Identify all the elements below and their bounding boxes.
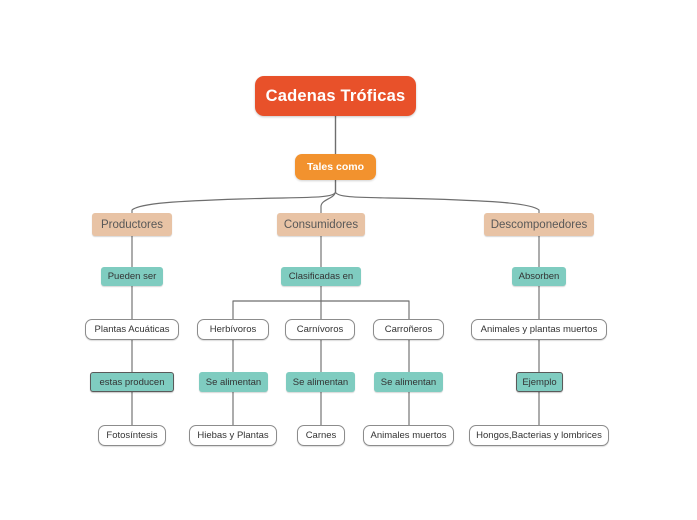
node-herbivoros[interactable]: Herbívoros — [197, 319, 269, 340]
node-productores[interactable]: Productores — [92, 213, 172, 236]
linker-ejemplo[interactable]: Ejemplo — [516, 372, 563, 392]
node-hiebas-y-plantas[interactable]: Hiebas y Plantas — [189, 425, 277, 446]
node-descomponedores[interactable]: Descomponedores — [484, 213, 594, 236]
node-carroneros[interactable]: Carroñeros — [373, 319, 444, 340]
node-cadenas-troficas[interactable]: Cadenas Tróficas — [255, 76, 416, 116]
wire-tales-como-to-productores — [131, 179, 337, 214]
node-fotosintesis[interactable]: Fotosíntesis — [98, 425, 166, 446]
node-carnes[interactable]: Carnes — [297, 425, 345, 446]
wire-tales-como-to-consumidores — [320, 179, 337, 214]
wire-tales-como-to-descomponedores — [334, 179, 540, 214]
node-hongos-bacterias-lombrices[interactable]: Hongos,Bacterias y lombrices — [469, 425, 609, 446]
node-carnivoros[interactable]: Carnívoros — [285, 319, 355, 340]
linker-se-alimentan-herbivoros[interactable]: Se alimentan — [199, 372, 268, 392]
node-animales-muertos[interactable]: Animales muertos — [363, 425, 454, 446]
linker-pueden-ser[interactable]: Pueden ser — [101, 267, 163, 286]
linker-se-alimentan-carroneros[interactable]: Se alimentan — [374, 372, 443, 392]
linker-se-alimentan-carnivoros[interactable]: Se alimentan — [286, 372, 355, 392]
node-animales-y-plantas-muertos[interactable]: Animales y plantas muertos — [471, 319, 607, 340]
node-plantas-acuaticas[interactable]: Plantas Acuáticas — [85, 319, 179, 340]
linker-clasificadas-en[interactable]: Clasificadas en — [281, 267, 361, 286]
node-consumidores[interactable]: Consumidores — [277, 213, 365, 236]
linker-absorben[interactable]: Absorben — [512, 267, 566, 286]
linker-estas-producen[interactable]: estas producen — [90, 372, 174, 392]
wire-clasificadas-en-split — [232, 285, 410, 320]
linker-tales-como[interactable]: Tales como — [295, 154, 376, 180]
